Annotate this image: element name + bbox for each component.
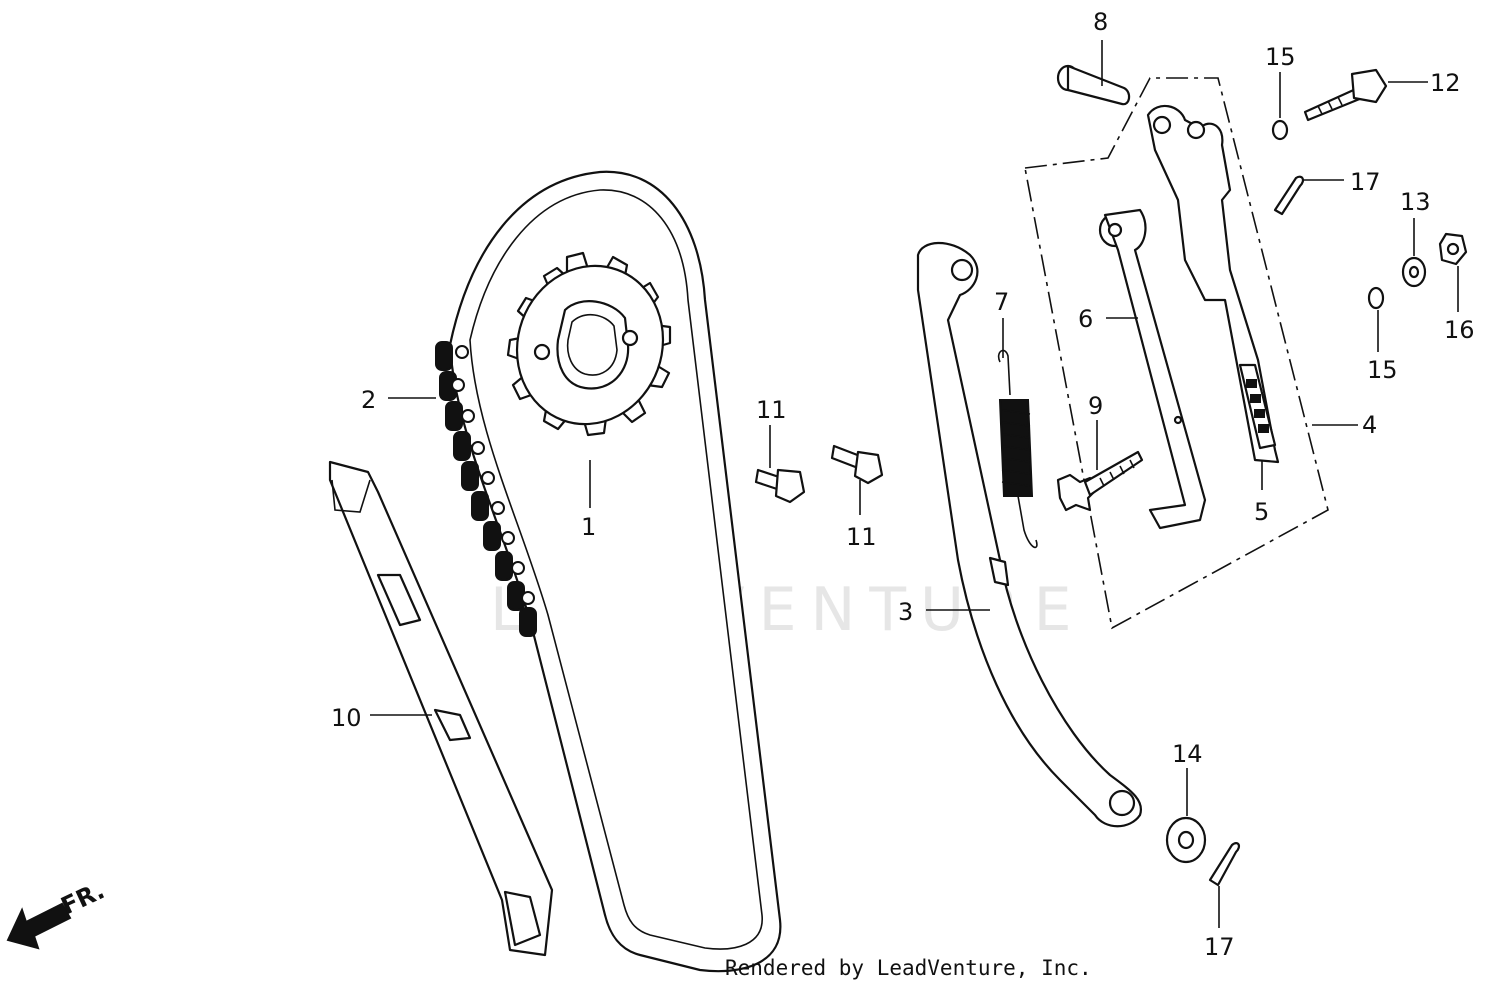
callout-7: 7 xyxy=(994,288,1009,316)
washer-15-b xyxy=(1367,286,1385,310)
chain-links xyxy=(435,341,537,637)
callout-6: 6 xyxy=(1078,305,1093,333)
front-arrow-icon xyxy=(6,902,72,950)
callout-1: 1 xyxy=(581,513,596,541)
callout-3: 3 xyxy=(898,598,913,626)
callout-12: 12 xyxy=(1430,69,1461,97)
tensioner-rod xyxy=(1098,208,1207,530)
callout-11-b: 11 xyxy=(846,523,877,551)
callout-13: 13 xyxy=(1400,188,1431,216)
washer-14 xyxy=(1165,816,1207,864)
callout-9: 9 xyxy=(1088,392,1103,420)
leader-lines xyxy=(370,40,1459,928)
callout-14: 14 xyxy=(1172,740,1203,768)
tensioner-spring xyxy=(997,349,1038,549)
callout-numbers: 1 2 3 4 5 6 7 8 9 10 11 11 12 13 14 15 1… xyxy=(331,8,1475,961)
nut-16 xyxy=(1438,232,1468,266)
cotter-pin-17-a xyxy=(1273,175,1305,216)
callout-10: 10 xyxy=(331,704,362,732)
washer-15-a xyxy=(1271,119,1289,141)
callout-11-a: 11 xyxy=(756,396,787,424)
pin-8 xyxy=(1056,64,1131,106)
callout-5: 5 xyxy=(1254,498,1269,526)
chain-guide xyxy=(328,460,554,957)
adjuster-bolt xyxy=(1056,450,1144,512)
front-label: FR. xyxy=(57,876,109,920)
cam-sprocket xyxy=(506,251,672,437)
bolt-11-b xyxy=(830,444,884,485)
callout-15-a: 15 xyxy=(1265,43,1296,71)
tensioner-arm xyxy=(916,241,1143,828)
callout-16: 16 xyxy=(1444,316,1475,344)
bolt-12 xyxy=(1303,68,1388,122)
front-direction-indicator: FR. xyxy=(6,876,109,950)
callout-2: 2 xyxy=(361,386,376,414)
tensioner-link xyxy=(1146,104,1280,464)
callout-17-a: 17 xyxy=(1350,168,1381,196)
callout-17-b: 17 xyxy=(1204,933,1235,961)
callout-15-b: 15 xyxy=(1367,356,1398,384)
render-credit: Rendered by LeadVenture, Inc. xyxy=(725,956,1092,980)
assembly-4-outline xyxy=(1024,77,1329,630)
bolt-11-a xyxy=(754,468,806,504)
callout-4: 4 xyxy=(1362,411,1377,439)
washer-13 xyxy=(1401,256,1427,288)
callout-8: 8 xyxy=(1093,8,1108,36)
cotter-pin-17-b xyxy=(1208,842,1241,887)
